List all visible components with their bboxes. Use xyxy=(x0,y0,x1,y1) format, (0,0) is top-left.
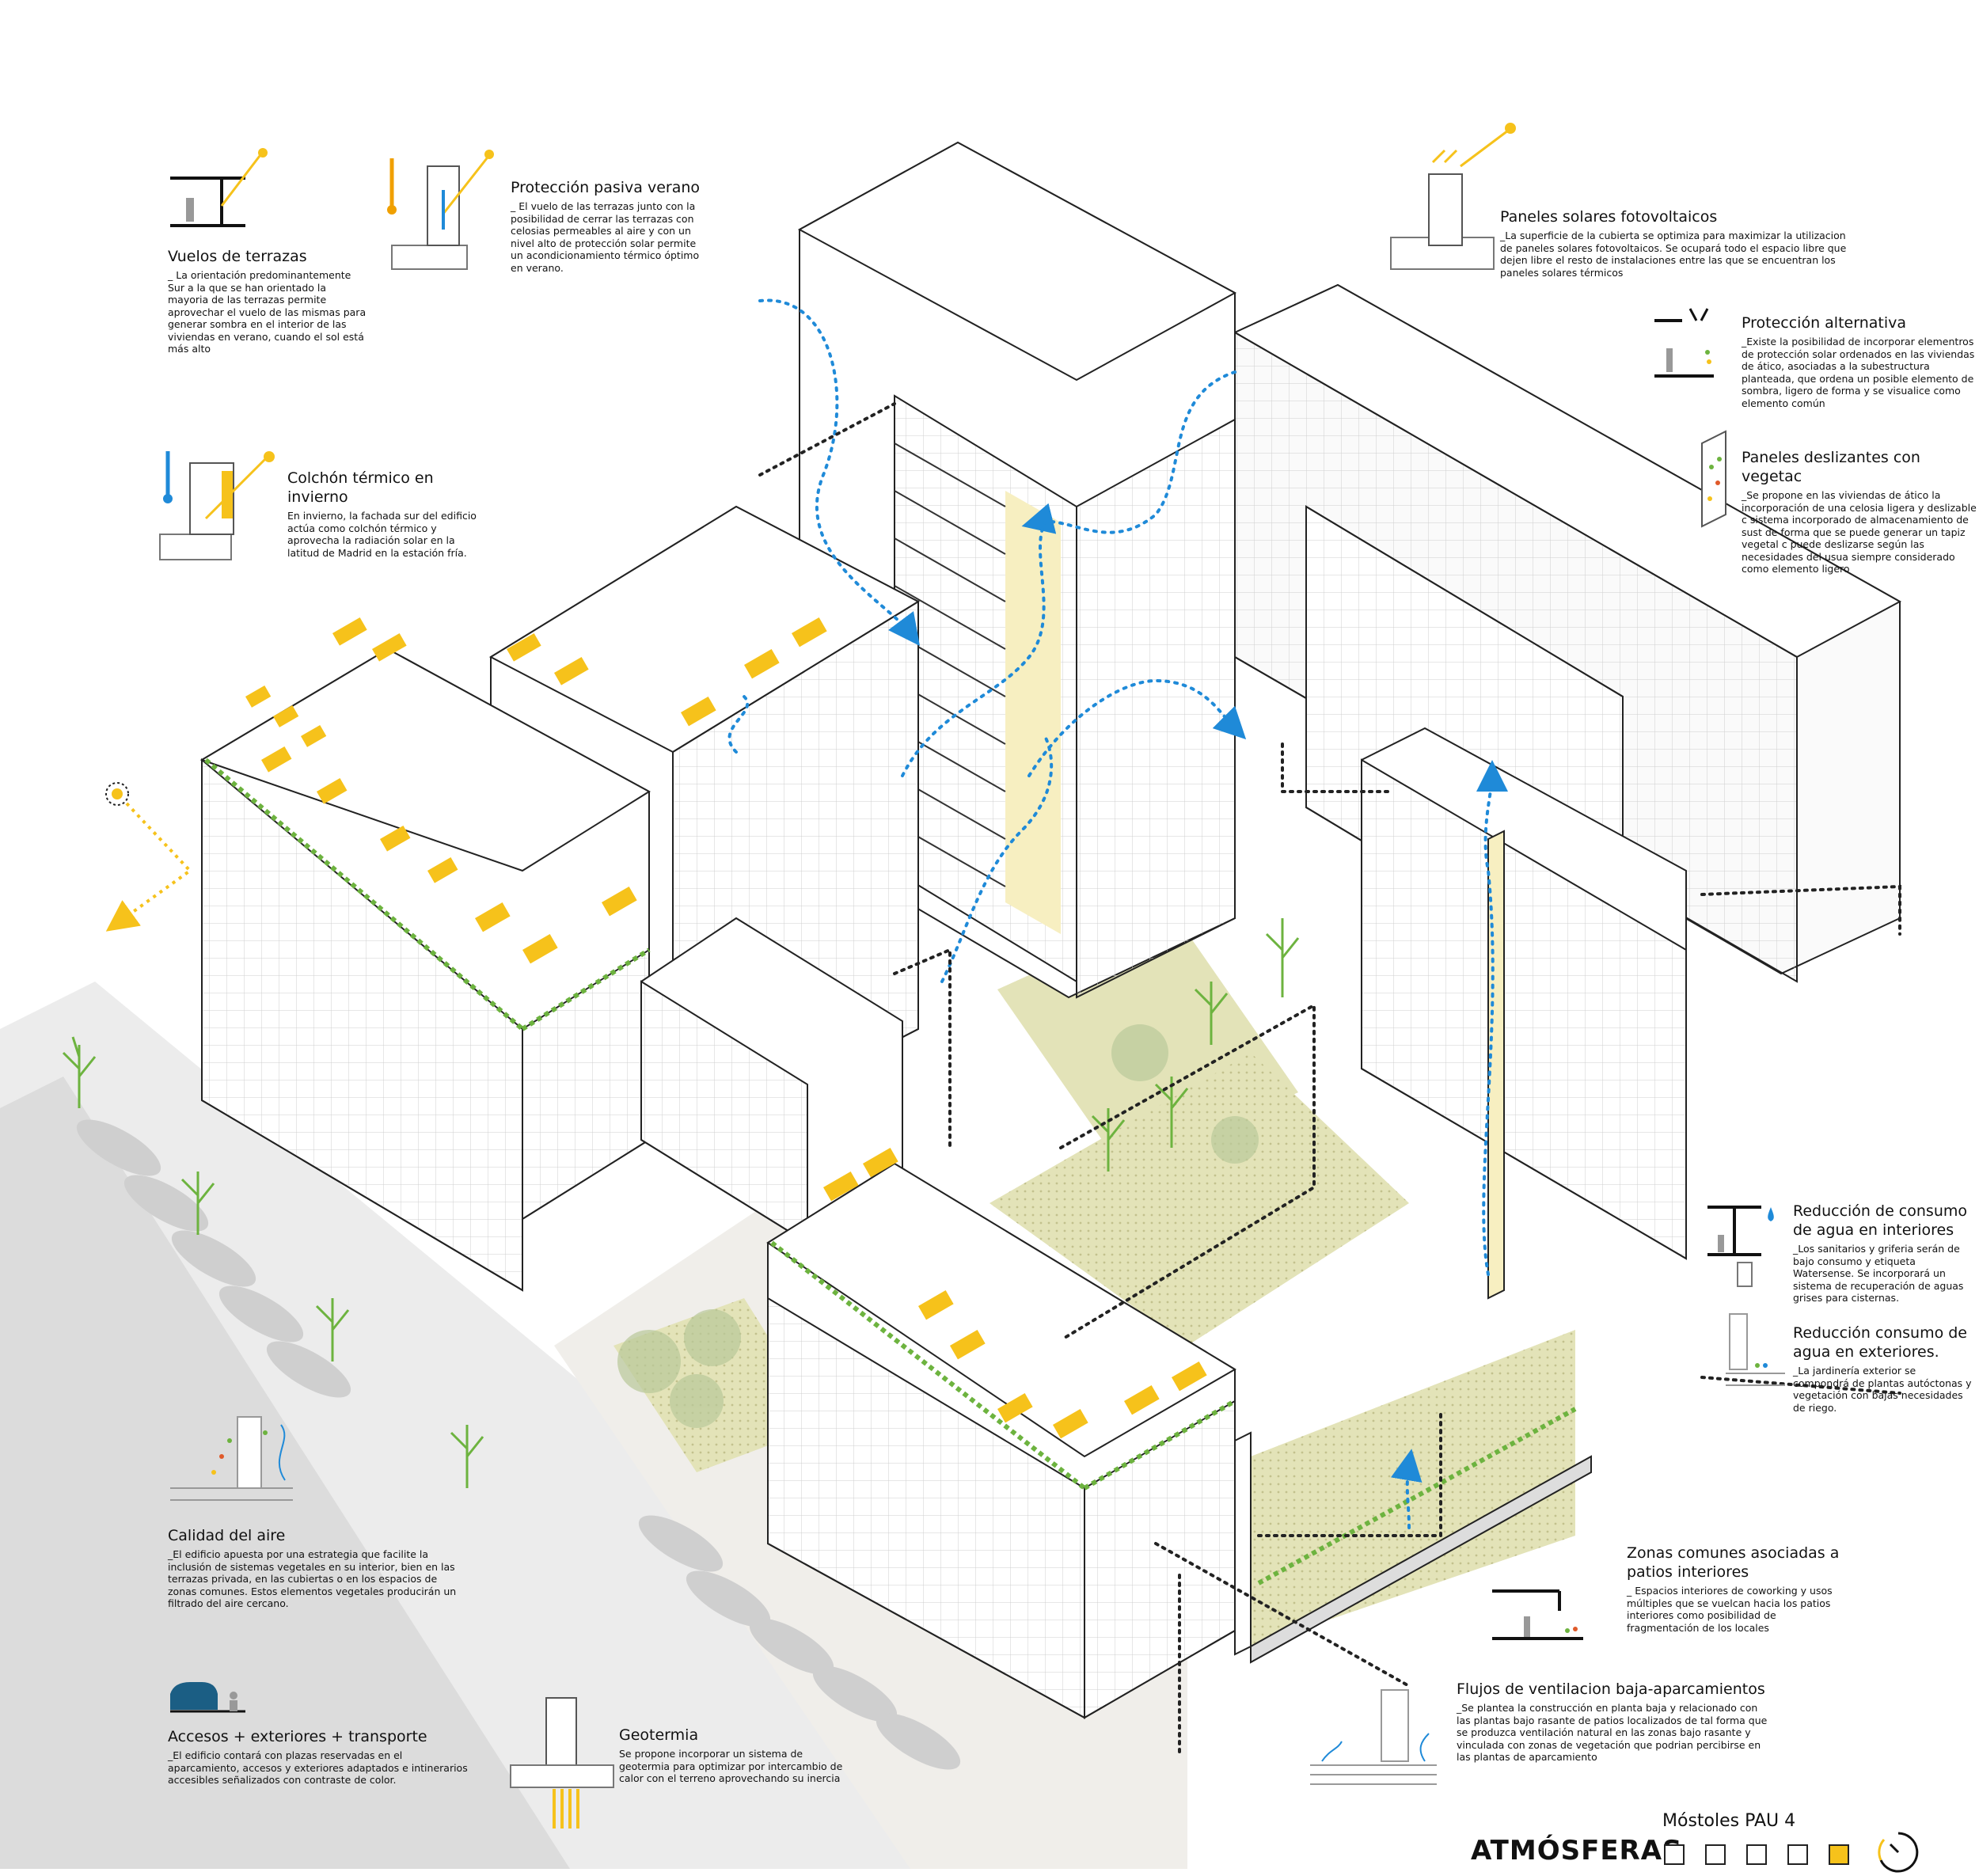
flujos-ventilacion-icon xyxy=(1310,1689,1437,1785)
annotation-title: Calidad del aire xyxy=(168,1527,286,1544)
annotation-calidad-aire: Calidad del aire _El edificio apuesta po… xyxy=(168,1526,469,1610)
annotation-text: _El edificio contará con plazas reservad… xyxy=(168,1749,468,1786)
parked-cars xyxy=(76,1119,961,1770)
annotation-title: Vuelos de terrazas xyxy=(168,248,307,265)
stage-square-3 xyxy=(1746,1844,1767,1865)
annotation-text: Se propone incorporar un sistema de geot… xyxy=(619,1748,843,1784)
annotation-text: _Se plantea la construcción en planta ba… xyxy=(1457,1702,1768,1763)
annotation-geotermia: Geotermia Se propone incorporar un siste… xyxy=(619,1726,849,1785)
proteccion-pasiva-icon xyxy=(387,150,494,270)
building-left xyxy=(199,647,651,1292)
paneles-deslizantes-icon xyxy=(1701,430,1726,528)
zonas-comunes-icon xyxy=(1492,1589,1583,1640)
annotation-text: _La jardinería exterior se compondrá de … xyxy=(1793,1365,1972,1414)
annotation-paneles-deslizantes: Paneles deslizantes con vegetac _Se prop… xyxy=(1742,448,1979,575)
annotation-text: _La superficie de la cubierta se optimiz… xyxy=(1500,230,1847,279)
project-subtitle: Móstoles PAU 4 xyxy=(1662,1811,1796,1831)
proteccion-alternativa-icon xyxy=(1654,308,1714,378)
sun-ray-left xyxy=(105,782,193,932)
project-title: ATMÓSFERAS xyxy=(1471,1835,1683,1867)
annotation-agua-exteriores: Reducción consumo de agua en exteriores.… xyxy=(1793,1323,1975,1414)
annotation-text: _ Espacios interiores de coworking y uso… xyxy=(1627,1585,1833,1634)
annotation-agua-interiores: Reducción de consumo de agua en interior… xyxy=(1793,1202,1975,1304)
annotation-text: En invierno, la fachada sur del edificio… xyxy=(287,510,477,559)
annotation-proteccion-pasiva: Protección pasiva verano _ El vuelo de l… xyxy=(511,178,708,274)
annotation-title: Paneles solares fotovoltaicos xyxy=(1500,208,1718,226)
annotation-zonas-comunes: Zonas comunes asociadas a patios interio… xyxy=(1627,1544,1848,1634)
building-right xyxy=(1305,505,1687,1300)
stage-square-5 xyxy=(1829,1844,1849,1865)
annotation-text: _Los sanitarios y griferia serán de bajo… xyxy=(1793,1243,1964,1304)
annotation-accesos: Accesos + exteriores + transporte _El ed… xyxy=(168,1727,477,1787)
annotation-title: Geotermia xyxy=(619,1726,699,1744)
stage-square-2 xyxy=(1705,1844,1726,1865)
agua-exteriores-icon xyxy=(1726,1313,1785,1386)
annotation-title: Flujos de ventilacion baja-aparcamientos xyxy=(1457,1680,1765,1698)
annotation-proteccion-alternativa: Protección alternativa _Existe la posibi… xyxy=(1742,313,1979,409)
annotation-text: _El edificio apuesta por una estrategia … xyxy=(168,1548,457,1609)
annotation-text: _Se propone en las viviendas de ático la… xyxy=(1742,489,1977,575)
annotation-vuelos-terrazas: Vuelos de terrazas _ La orientación pred… xyxy=(168,247,370,355)
tree-canopies xyxy=(617,1024,1259,1428)
trees xyxy=(62,918,1300,1488)
annotation-title: Reducción de consumo de agua en interior… xyxy=(1793,1202,1967,1239)
accesos-transporte-icon xyxy=(170,1682,245,1713)
solar-panels xyxy=(245,617,1207,1439)
calidad-aire-icon xyxy=(170,1416,293,1501)
stage-square-1 xyxy=(1664,1844,1685,1865)
annotation-title: Zonas comunes asociadas a patios interio… xyxy=(1627,1544,1840,1581)
annotation-title: Colchón térmico en invierno xyxy=(287,469,434,506)
building-front xyxy=(766,1162,1236,1719)
green-vegetation xyxy=(204,758,1577,1585)
annotation-title: Accesos + exteriores + transporte xyxy=(168,1728,427,1745)
colchon-termico-icon xyxy=(159,451,275,560)
stage-square-4 xyxy=(1787,1844,1808,1865)
ventilation-flows xyxy=(727,298,1508,1529)
annotation-colchon-termico: Colchón térmico en invierno En invierno,… xyxy=(287,469,477,559)
annotation-flujos-ventilacion: Flujos de ventilacion baja-aparcamientos… xyxy=(1457,1680,1773,1764)
annotation-text: _Existe la posibilidad de incorporar ele… xyxy=(1742,336,1975,409)
annotation-text: _ El vuelo de las terrazas junto con la … xyxy=(511,200,700,274)
paneles-solares-icon xyxy=(1390,123,1516,270)
annotation-title: Reducción consumo de agua en exteriores. xyxy=(1793,1324,1967,1361)
annotation-title: Paneles deslizantes con vegetac xyxy=(1742,449,1920,485)
geotermia-icon xyxy=(510,1697,614,1829)
agua-interiores-icon xyxy=(1707,1206,1774,1287)
annotation-text: _ La orientación predominantemente Sur a… xyxy=(168,269,367,355)
annotation-title: Protección alternativa xyxy=(1742,314,1906,332)
clock-icon xyxy=(1878,1832,1919,1873)
vuelos-terrazas-icon xyxy=(170,148,268,227)
callout-leaders xyxy=(758,402,1901,1759)
building-patio-edge xyxy=(1234,1431,1592,1664)
annotation-paneles-solares: Paneles solares fotovoltaicos _La superf… xyxy=(1500,207,1848,279)
annotation-title: Protección pasiva verano xyxy=(511,179,701,196)
